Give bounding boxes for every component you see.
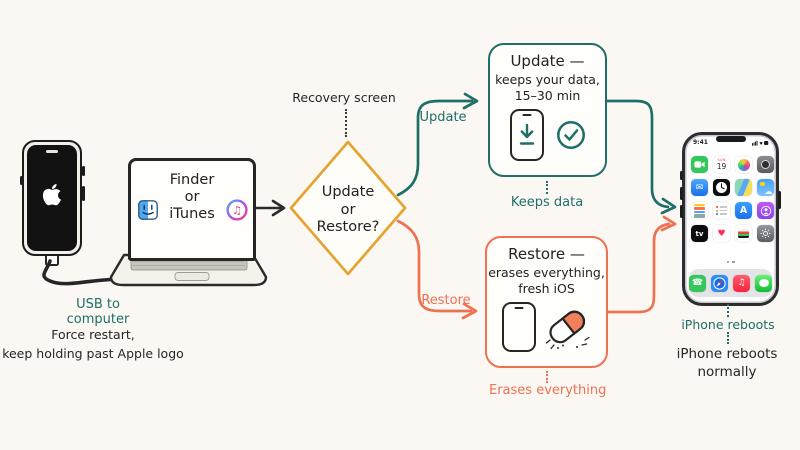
download-phone-icon	[509, 109, 544, 161]
health-app-icon: ♥	[713, 225, 730, 242]
arrow-laptop-to-diamond	[250, 199, 286, 217]
messages-app-icon	[755, 274, 772, 292]
dotted-connector	[546, 181, 548, 194]
update-box-line3: 15–30 min	[514, 87, 581, 103]
restore-box: Restore — erases everything, fresh iOS	[485, 236, 608, 368]
settings-app-icon	[757, 225, 774, 242]
facetime-app-icon	[691, 156, 708, 173]
reminders-app-icon	[713, 202, 730, 219]
status-icons	[752, 140, 769, 146]
handset-icon: ☎	[691, 278, 704, 288]
dotted-connector	[727, 304, 729, 317]
tv-app-icon	[735, 225, 752, 242]
laptop-line-or: or	[184, 189, 200, 206]
restore-box-title: Restore —	[508, 245, 585, 263]
restore-box-line2: erases everything,	[488, 264, 605, 280]
recovery-screen-label: Recovery screen	[292, 90, 396, 105]
decision-diamond-text: Update or Restore?	[296, 184, 400, 237]
side-button	[680, 187, 683, 200]
weather-app-icon: ☁	[757, 179, 774, 196]
finder-icon	[138, 200, 158, 220]
apple-logo-icon	[42, 183, 61, 206]
decision-line2: or	[340, 201, 356, 218]
source-iphone	[19, 140, 85, 256]
clock-app-icon	[713, 179, 730, 196]
calendar-day: 19	[716, 161, 727, 171]
keeps-data-caption: Keeps data	[510, 195, 584, 210]
update-box: Update — keeps your data, 15–30 min	[488, 43, 607, 177]
final-caption-line2: normally	[697, 363, 757, 380]
dock: ☎ ♫	[689, 269, 772, 297]
envelope-icon: ✉	[695, 182, 704, 193]
phone-outline-icon	[501, 302, 536, 352]
status-time: 9:41	[693, 139, 708, 146]
final-caption-line1: iPhone reboots	[676, 346, 778, 362]
cloud-icon: ☁	[764, 186, 773, 196]
eraser-icon	[545, 310, 590, 350]
heart-icon: ♥	[717, 228, 726, 239]
itunes-icon: ♫	[226, 199, 248, 221]
calendar-app-icon: SUN 19	[713, 156, 730, 173]
laptop-line-finder: Finder	[169, 172, 215, 188]
music-note-icon: ♫	[737, 278, 746, 288]
wallet-app-icon	[691, 202, 708, 219]
speaker-icon	[514, 307, 523, 309]
dotted-connector	[727, 332, 729, 344]
speaker-icon	[522, 114, 531, 116]
side-button	[778, 191, 781, 209]
side-button	[81, 166, 85, 176]
photos-app-icon	[735, 156, 752, 173]
force-restart-line1: Force restart,	[51, 327, 135, 342]
source-iphone-screen	[27, 145, 77, 251]
laptop-line-itunes: iTunes	[169, 206, 215, 223]
update-box-title: Update —	[510, 52, 585, 70]
side-button	[81, 186, 85, 201]
decision-line1: Update	[321, 184, 375, 200]
notch	[715, 136, 746, 142]
iphone-reboots-normally-caption: iPhone reboots normally	[672, 346, 782, 381]
usb-caption: USB to computer	[66, 297, 130, 327]
restore-to-phone-path	[606, 215, 677, 314]
camera-app-icon	[757, 156, 774, 173]
phone-app-icon: ☎	[689, 274, 706, 292]
appletv-app-icon: tv	[691, 225, 708, 242]
speaker-icon	[46, 150, 58, 153]
app-grid: SUN 19 ✉ ☁	[691, 156, 774, 242]
safari-app-icon	[711, 274, 728, 292]
podcasts-app-icon	[757, 202, 774, 219]
side-button	[680, 171, 683, 180]
laptop: Finder or iTunes ♫	[128, 158, 256, 261]
appstore-app-icon: A	[735, 202, 752, 219]
itunes-note-icon: ♫	[232, 204, 242, 217]
force-restart-note: Force restart, keep holding past Apple l…	[0, 326, 186, 364]
restore-box-line3: fresh iOS	[518, 280, 575, 296]
checkmark-icon	[556, 121, 585, 149]
laptop-screen-text: Finder or iTunes	[131, 172, 253, 223]
maps-app-icon	[735, 179, 752, 196]
restore-branch-label: Restore	[421, 293, 471, 308]
calendar-weekday: SUN	[717, 158, 726, 162]
iphone-reboots-caption: iPhone reboots	[681, 317, 775, 332]
dotted-connector	[546, 371, 548, 383]
update-branch-label: Update	[419, 110, 467, 125]
update-to-phone-path	[605, 99, 677, 215]
decision-line3: Restore?	[316, 219, 380, 236]
download-arrow-icon	[519, 123, 534, 145]
force-restart-line2: keep holding past Apple logo	[2, 345, 184, 361]
result-iphone: 9:41 SUN 19 ✉	[680, 132, 781, 306]
dotted-connector	[345, 109, 347, 137]
side-button	[680, 205, 683, 218]
appstore-letter: A	[739, 205, 748, 216]
update-box-line2: keeps your data,	[495, 71, 600, 87]
appletv-label: tv	[695, 229, 704, 238]
page-dots	[726, 260, 735, 263]
erases-everything-caption: Erases everything	[489, 383, 607, 398]
mail-app-icon: ✉	[691, 179, 708, 196]
side-button	[19, 176, 23, 185]
music-app-icon: ♫	[733, 274, 750, 292]
